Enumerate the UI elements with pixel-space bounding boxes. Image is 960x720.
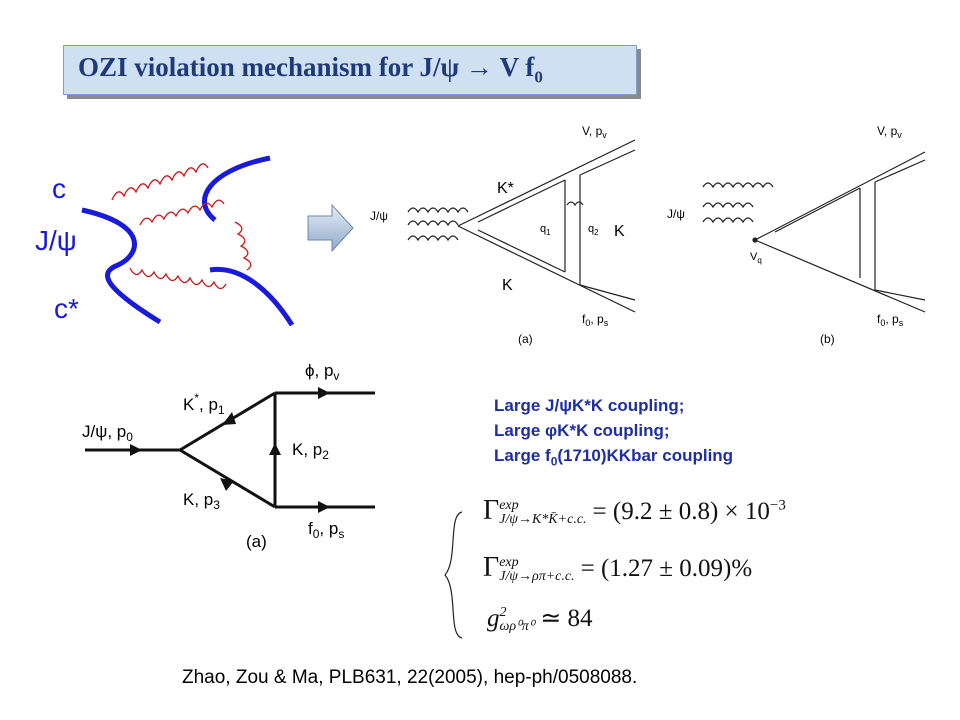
label-vq: Vq — [750, 251, 762, 265]
feynman-diagram-top-a — [407, 139, 636, 313]
block-arrow — [307, 203, 354, 253]
lower-quark-arc — [209, 266, 295, 327]
caption-bottom: (a) — [246, 532, 267, 551]
label-k-right: K — [614, 223, 625, 240]
title-box: OZI violation mechanism for J/ψ → V f0 — [63, 45, 637, 95]
label-bottom-jpsi: J/ψ, p0 — [82, 422, 133, 444]
coupling-line-1: Large J/ψK*K coupling; — [494, 396, 685, 415]
gluon-top — [111, 163, 209, 201]
charm-quark-line — [81, 207, 162, 325]
upper-quark-arc — [202, 155, 271, 222]
page-title: OZI violation mechanism for J/ψ → V f0 — [78, 52, 543, 87]
label-q1: q1 — [540, 223, 551, 237]
label-bottom-k3: K, p3 — [183, 490, 220, 512]
feynman-diagram-top-b — [702, 151, 926, 313]
gluon-bottom — [129, 267, 227, 290]
citation: Zhao, Zou & Ma, PLB631, 22(2005), hep-ph… — [182, 667, 638, 688]
label-k-lower: K — [502, 277, 513, 294]
label-bottom-phi: ϕ, pv — [305, 361, 339, 383]
label-top-f0: f0, ps — [582, 312, 609, 328]
label-b-vp: V, pv — [877, 124, 902, 140]
caption-top-a: (a) — [518, 332, 533, 346]
label-b-f0: f0, ps — [877, 312, 904, 328]
label-bottom-k2: K, p2 — [292, 440, 329, 462]
coupling-line-3: Large f0(1710)KKbar coupling — [494, 446, 734, 469]
label-bottom-kstar: K*, p1 — [183, 391, 225, 417]
label-cstar: c* — [54, 293, 79, 324]
label-jpsi: J/ψ — [35, 225, 77, 256]
equation-brace — [444, 511, 463, 639]
label-top-vp: V, pv — [582, 124, 607, 140]
couplings-text: Large J/ψK*K coupling; Large φK*K coupli… — [494, 393, 733, 474]
label-b-jpsi: J/ψ — [667, 207, 685, 221]
coupling-line-2: Large φK*K coupling; — [494, 421, 670, 440]
caption-top-b: (b) — [820, 332, 835, 346]
gluon-middle — [139, 199, 225, 226]
gluon-right — [234, 221, 252, 271]
label-c: c — [52, 173, 66, 204]
quark-gluon-diagram — [81, 155, 295, 327]
label-top-jpsi: J/ψ — [370, 209, 388, 223]
label-q2: q2 — [588, 223, 599, 237]
label-bottom-f0: f0, ps — [308, 519, 344, 541]
label-kstar: K* — [497, 180, 514, 197]
feynman-diagram-bottom — [85, 387, 375, 513]
